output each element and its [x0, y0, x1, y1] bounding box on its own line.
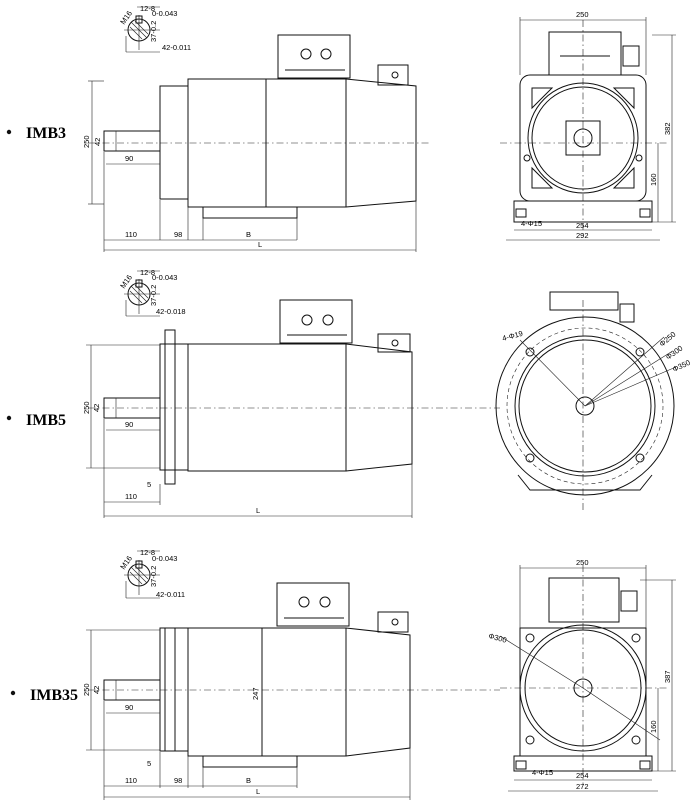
- svg-text:42-0.011: 42-0.011: [162, 43, 191, 52]
- svg-text:Φ350: Φ350: [671, 358, 692, 374]
- shaft-section-detail: 12-8 0-0.043 42-0.011 M16 37-0.2: [118, 548, 185, 599]
- svg-text:387: 387: [663, 670, 672, 683]
- svg-text:B: B: [246, 230, 251, 239]
- bullet: [6, 415, 12, 421]
- svg-text:5: 5: [147, 759, 151, 768]
- shaft-section-detail: 12-8 0-0.043 42-0.011 M16 37-0.2: [118, 4, 191, 53]
- svg-text:5: 5: [147, 480, 151, 489]
- svg-text:12-8: 12-8: [140, 4, 155, 13]
- view-imb3: IMB3 12-8 0-0.043 42-0.011 M16 37-0.2: [6, 4, 676, 252]
- view-label: IMB35: [30, 687, 78, 704]
- view-imb5: IMB5 12-8 0-0.043 42-0.018 M16 37-0.2: [6, 268, 692, 518]
- svg-text:110: 110: [125, 230, 137, 239]
- svg-text:160: 160: [649, 173, 658, 186]
- svg-text:37-0.2: 37-0.2: [149, 21, 158, 42]
- view-label: IMB3: [26, 125, 66, 142]
- svg-text:90: 90: [125, 420, 133, 429]
- svg-text:382: 382: [663, 122, 672, 135]
- svg-text:250: 250: [82, 135, 91, 148]
- svg-text:37-0.2: 37-0.2: [149, 285, 158, 306]
- svg-text:98: 98: [174, 776, 182, 785]
- svg-text:L: L: [256, 787, 260, 796]
- svg-text:0-0.043: 0-0.043: [152, 9, 177, 18]
- shaft-section-detail: 12-8 0-0.043 42-0.018 M16 37-0.2: [118, 268, 186, 317]
- end-view: 250 382 160 4-Φ15 254 292: [500, 10, 676, 241]
- svg-text:12-8: 12-8: [140, 268, 155, 277]
- svg-text:292: 292: [576, 231, 589, 240]
- end-view: Φ300 250 387 160 4-Φ15 254 272: [487, 558, 676, 792]
- svg-text:110: 110: [125, 776, 137, 785]
- svg-text:Φ250: Φ250: [658, 330, 678, 349]
- svg-text:4-Φ15: 4-Φ15: [521, 219, 542, 228]
- svg-text:272: 272: [576, 782, 589, 791]
- svg-text:42: 42: [92, 686, 101, 694]
- svg-text:M16: M16: [118, 273, 134, 290]
- svg-text:110: 110: [125, 492, 137, 501]
- side-view: 250 42 90 247 5 110 98 B L: [82, 582, 500, 800]
- svg-text:160: 160: [649, 720, 658, 733]
- svg-text:M16: M16: [118, 9, 134, 26]
- svg-text:L: L: [256, 506, 260, 515]
- svg-text:250: 250: [82, 683, 91, 696]
- svg-text:12-8: 12-8: [140, 548, 155, 557]
- svg-text:90: 90: [125, 154, 133, 163]
- view-imb35: IMB35 12-8 0-0.043 42-0.011 M16 37-0.2: [10, 548, 676, 800]
- svg-text:4-Φ15: 4-Φ15: [532, 768, 553, 777]
- svg-text:0-0.043: 0-0.043: [152, 554, 177, 563]
- svg-text:37-0.2: 37-0.2: [149, 566, 158, 587]
- svg-text:250: 250: [576, 558, 589, 567]
- svg-text:Φ300: Φ300: [664, 344, 684, 362]
- svg-text:42: 42: [92, 404, 101, 412]
- svg-text:M16: M16: [118, 554, 134, 571]
- svg-text:0-0.043: 0-0.043: [152, 273, 177, 282]
- svg-text:42-0.018: 42-0.018: [156, 307, 186, 316]
- svg-text:L: L: [258, 240, 262, 249]
- svg-text:B: B: [246, 776, 251, 785]
- svg-text:250: 250: [576, 10, 589, 19]
- svg-text:42: 42: [93, 138, 102, 146]
- svg-text:250: 250: [82, 401, 91, 414]
- svg-text:254: 254: [576, 771, 589, 780]
- bullet: [10, 690, 16, 696]
- svg-text:247: 247: [251, 687, 260, 700]
- end-view: Φ250 Φ300 Φ350 4-Φ19: [495, 291, 692, 510]
- svg-text:42-0.011: 42-0.011: [156, 590, 185, 599]
- side-view: 250 42 90 5 110 L: [82, 299, 500, 518]
- svg-text:Φ300: Φ300: [487, 631, 507, 644]
- bullet: [6, 129, 12, 135]
- svg-text:98: 98: [174, 230, 182, 239]
- svg-text:254: 254: [576, 221, 589, 230]
- view-label: IMB5: [26, 412, 66, 429]
- svg-text:90: 90: [125, 703, 133, 712]
- side-view: 250 42 90 110 98 B L: [82, 34, 430, 252]
